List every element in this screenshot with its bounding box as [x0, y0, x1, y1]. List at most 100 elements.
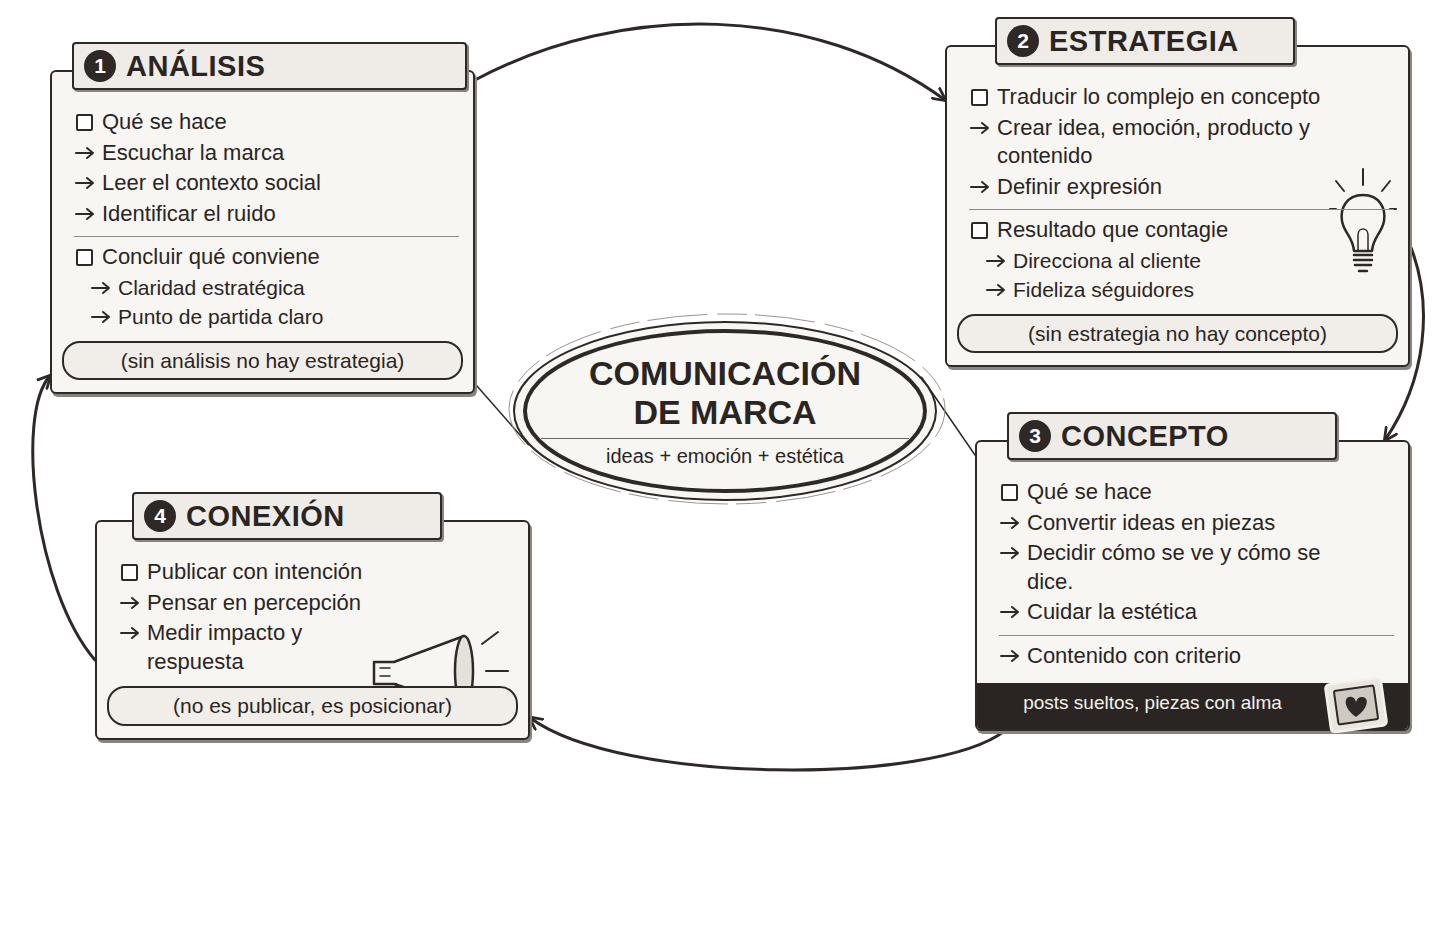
list-row: Punto de partida claro [90, 303, 459, 330]
arrow-bullet [90, 280, 112, 296]
list-row: Cuidar la estética [999, 598, 1394, 627]
arrow-item: Contenido con criterio [1027, 642, 1241, 671]
note-text: (no es publicar, es posicionar) [173, 694, 452, 717]
arrow-bullet [90, 309, 112, 325]
band-text: posts sueltos, piezas con alma [1023, 692, 1282, 713]
arrow-stroke [1001, 651, 1018, 661]
arrow-bullet [985, 253, 1007, 269]
frame [1325, 677, 1387, 732]
ellipse-inner [525, 331, 925, 491]
arrow-bullet [74, 206, 96, 222]
arrow-item: Pensar en percepción [147, 589, 361, 618]
arrow-stroke [76, 178, 93, 188]
list-row: Traducir lo complejo en concepto [969, 83, 1394, 112]
check-item: Traducir lo complejo en concepto [997, 83, 1320, 112]
checkbox [971, 89, 988, 106]
arrow-item: Decidir cómo se ve y cómo se dice. [1027, 539, 1367, 596]
arrow-item: Identificar el ruido [102, 200, 276, 229]
header-tab: 4 CONEXIÓN [132, 492, 442, 540]
list-row: Direcciona al cliente [985, 247, 1394, 274]
megaphone-hatch [380, 668, 390, 676]
list-row: Qué se hace [74, 108, 459, 137]
step-number: 3 [1019, 420, 1051, 452]
list-row: Fideliza séguidores [985, 276, 1394, 303]
step-number: 2 [1007, 25, 1039, 57]
arrow-item: Direcciona al cliente [1013, 247, 1201, 274]
arrow-item: Crear idea, emoción, producto y contenid… [997, 114, 1327, 171]
diagram-subtitle: ideas + emoción + estética [606, 445, 844, 468]
arrow-stroke [971, 182, 988, 192]
heart-mark [1346, 696, 1367, 716]
header-tab: 2 ESTRATEGIA [995, 17, 1295, 65]
list-row: Publicar con intención [119, 558, 514, 587]
list-row: Convertir ideas en piezas [999, 509, 1394, 538]
checkbox [1001, 484, 1018, 501]
list-row: Leer el contexto social [74, 169, 459, 198]
cycle-arrow [475, 24, 945, 100]
arrow-bullet [119, 595, 141, 611]
arrow-stroke [76, 148, 93, 158]
header-tab: 1ANÁLISIS [72, 42, 467, 90]
arrow-stroke [76, 209, 93, 219]
step-box: 1ANÁLISISQué se haceEscuchar la marcaLee… [50, 70, 475, 394]
footer-note: (sin estrategia no hay concepto) [957, 314, 1398, 353]
arrow-stroke [121, 628, 138, 638]
bulb-base [1354, 255, 1372, 271]
list-row: Claridad estratégica [90, 274, 459, 301]
list-row: Contenido con criterio [999, 635, 1394, 671]
arrow-bullet [999, 515, 1021, 531]
arrow-stroke [1001, 518, 1018, 528]
arrow-bullet [74, 175, 96, 191]
arrow-bullet [985, 282, 1007, 298]
list-row: Escuchar la marca [74, 139, 459, 168]
arrow-stroke [92, 312, 109, 322]
step-heading: CONCEPTO [1061, 420, 1229, 453]
list-row: Qué se hace [999, 478, 1394, 507]
checkbox [121, 564, 138, 581]
arrow-item: Fideliza séguidores [1013, 276, 1194, 303]
list-row: Resultado que contagie [969, 209, 1394, 245]
step-number: 1 [84, 50, 116, 82]
bulb-filament [1358, 229, 1368, 251]
arrow-item: Escuchar la marca [102, 139, 284, 168]
lightbulb-icon [1328, 165, 1398, 285]
cycle-arrow [33, 376, 95, 660]
central-ellipse: COMUNICACIÓN DE MARCAideas + emoción + e… [510, 318, 940, 504]
step-number: 4 [144, 500, 176, 532]
step-box: 3CONCEPTOQué se haceConvertir ideas en p… [975, 440, 1410, 731]
arrow-item: Definir expresión [997, 173, 1162, 202]
check-item: Concluir qué conviene [102, 243, 320, 272]
arrow-bullet [999, 604, 1021, 620]
step-heading: ESTRATEGIA [1049, 25, 1239, 58]
checkbox [971, 222, 988, 239]
check-item: Qué se hace [102, 108, 227, 137]
note-text: (sin análisis no hay estrategia) [121, 349, 405, 372]
list-row: Medir impacto y respuesta [119, 619, 514, 676]
arrow-bullet [74, 145, 96, 161]
arrow-item: Claridad estratégica [118, 274, 305, 301]
check-item: Resultado que contagie [997, 216, 1228, 245]
list-row: Pensar en percepción [119, 589, 514, 618]
arrow-stroke [987, 285, 1004, 295]
arrow-stroke [971, 123, 988, 133]
step-heading: CONEXIÓN [186, 500, 345, 533]
ellipse-outer [514, 322, 936, 500]
checkbox [76, 114, 93, 131]
note-text: (sin estrategia no hay concepto) [1028, 322, 1327, 345]
dark-band: posts sueltos, piezas con alma [977, 683, 1408, 729]
check-item: Publicar con intención [147, 558, 362, 587]
arrow-bullet [999, 648, 1021, 664]
frame-inner [1334, 685, 1378, 724]
ellipse-sketch [509, 314, 945, 504]
step-box: 2ESTRATEGIATraducir lo complejo en conce… [945, 45, 1410, 367]
arrow-bullet [969, 179, 991, 195]
cycle-arrow [530, 718, 1005, 770]
arrow-bullet [999, 545, 1021, 561]
list-row: Crear idea, emoción, producto y contenid… [969, 114, 1394, 171]
content-icon [1324, 677, 1390, 733]
arrow-bullet [119, 625, 141, 641]
arrow-stroke [1001, 607, 1018, 617]
arrow-item: Cuidar la estética [1027, 598, 1197, 627]
arrow-stroke [121, 598, 138, 608]
